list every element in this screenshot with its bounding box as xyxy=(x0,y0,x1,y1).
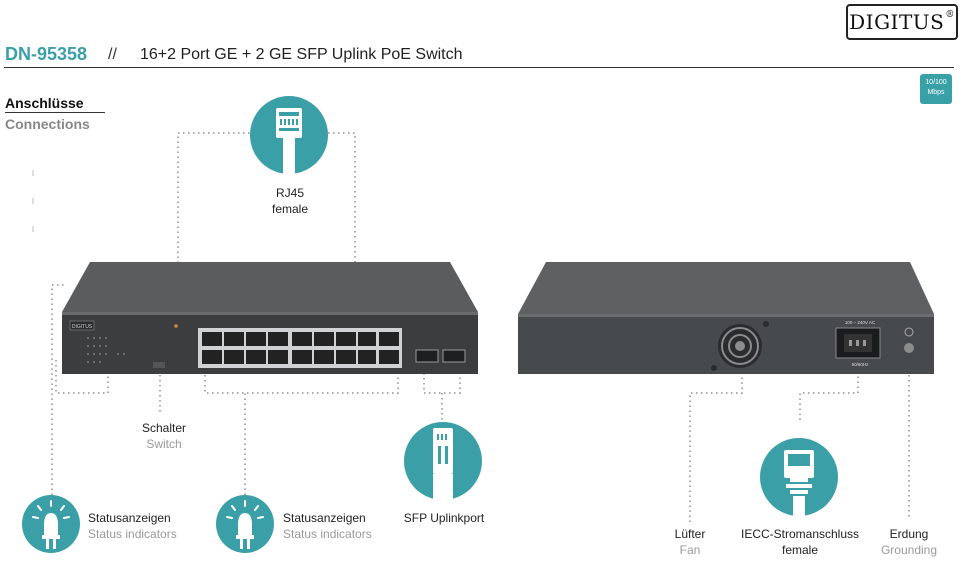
switch-top-surface xyxy=(62,262,478,312)
switch-label-de: Schalter xyxy=(141,421,187,435)
power-label-de: IECC-Stromanschluss xyxy=(740,527,860,541)
rear-top-surface xyxy=(518,262,934,314)
ground-label: Erdung Grounding xyxy=(870,526,948,558)
power-leader xyxy=(799,370,859,420)
brand-name: DIGITUS xyxy=(849,10,945,34)
fan-label-de: Lüfter xyxy=(674,527,706,541)
fan-label: Lüfter Fan xyxy=(660,526,720,558)
rj45-ports xyxy=(202,332,378,364)
status-left-leader xyxy=(51,284,64,495)
rj45-label-en: female xyxy=(271,202,309,216)
rj45-label-de: RJ45 xyxy=(275,186,304,200)
front-brand-text: DIGITUS xyxy=(72,324,93,330)
registered-mark: ® xyxy=(945,10,955,20)
sfp-bracket xyxy=(423,373,461,394)
status-left-bracket xyxy=(55,360,109,394)
fan-label-en: Fan xyxy=(679,543,701,557)
switch-front-panel: DIGITUS xyxy=(62,262,478,374)
status-left-label-de: Statusanzeigen xyxy=(88,511,171,525)
section-title-en: Connections xyxy=(5,116,90,132)
sfp-label-de: SFP Uplinkport xyxy=(403,511,485,525)
uplink-rj45-ports xyxy=(379,332,399,364)
status-left-label-en: Status indicators xyxy=(88,527,177,541)
ground-label-de: Erdung xyxy=(889,527,929,541)
power-rating-text: 100 – 240V AC xyxy=(845,320,876,325)
status-led-matrix xyxy=(87,337,125,363)
power-freq-text: 50/60Hz xyxy=(852,362,870,367)
power-plug-icon xyxy=(760,438,838,516)
status-mid-label: Statusanzeigen Status indicators xyxy=(283,510,393,542)
title-separator: // xyxy=(108,46,117,63)
speed-badge-line1: 10/100 xyxy=(925,79,947,86)
section-divider xyxy=(5,112,105,113)
switch-label: Schalter Switch xyxy=(114,420,214,452)
status-mid-label-en: Status indicators xyxy=(283,527,372,541)
model-number: DN-95358 xyxy=(5,44,88,64)
power-led xyxy=(174,324,178,328)
product-title: 16+2 Port GE + 2 GE SFP Uplink PoE Switc… xyxy=(140,46,463,63)
status-left-label: Statusanzeigen Status indicators xyxy=(88,510,198,542)
sfp-ports xyxy=(415,349,466,363)
ground-symbol xyxy=(904,327,914,337)
power-label-en: female xyxy=(781,543,819,557)
status-mid-bracket xyxy=(204,375,399,394)
sfp-label: SFP Uplinkport xyxy=(384,510,504,526)
fan-leader xyxy=(689,372,743,522)
switch-rear-panel: 100 – 240V AC 50/60Hz xyxy=(518,262,934,374)
ground-screw xyxy=(904,343,914,353)
mode-switch xyxy=(153,362,165,368)
rj45-connector-icon xyxy=(250,96,328,174)
led-bulb-icon xyxy=(216,495,274,553)
led-bulb-icon xyxy=(22,495,80,553)
front-brand-plate xyxy=(69,320,95,331)
status-mid-label-de: Statusanzeigen xyxy=(283,511,366,525)
rj45-label: RJ45 female xyxy=(240,185,340,217)
fan-grille xyxy=(718,324,762,368)
speed-badge: 10/100 Mbps xyxy=(920,74,952,104)
switch-label-en: Switch xyxy=(146,437,182,451)
speed-badge-line2: Mbps xyxy=(927,89,945,96)
header-divider xyxy=(4,67,954,68)
brand-logo: DIGITUS® xyxy=(846,4,958,40)
ground-label-en: Grounding xyxy=(880,543,938,557)
power-label: IECC-Stromanschluss female xyxy=(730,526,870,558)
sfp-module-icon xyxy=(404,422,482,500)
section-title-de: Anschlüsse xyxy=(5,95,84,111)
